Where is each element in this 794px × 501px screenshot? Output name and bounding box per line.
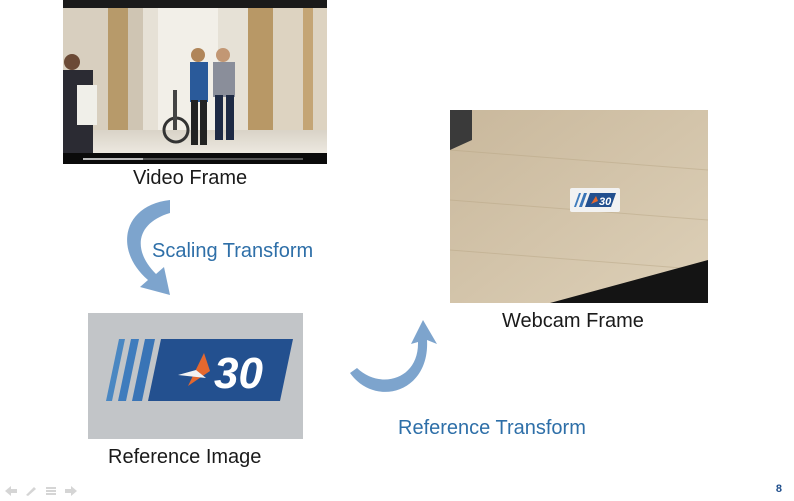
slide-navigation (4, 485, 78, 497)
webcam-frame-image: 30 (450, 110, 708, 303)
video-frame-caption: Video Frame (133, 167, 248, 189)
reference-image-caption: Reference Image (108, 446, 262, 468)
video-frame-image (63, 0, 327, 164)
menu-icon[interactable] (44, 485, 58, 497)
curved-arrow-up-icon (350, 320, 437, 392)
pen-icon[interactable] (24, 485, 38, 497)
reference-transform-label: Reference Transform (398, 417, 586, 439)
scaling-transform-label: Scaling Transform (152, 240, 314, 262)
webcam-frame-photo: 30 (450, 110, 708, 303)
curved-arrow-down-icon (127, 200, 170, 295)
reference-image: 30 (88, 313, 303, 439)
svg-text:30: 30 (599, 196, 612, 208)
prev-slide-icon[interactable] (4, 485, 18, 497)
reference-logo-image: 30 (88, 313, 303, 439)
page-number: 8 (775, 483, 782, 495)
next-slide-icon[interactable] (64, 485, 78, 497)
svg-text:30: 30 (214, 349, 263, 398)
video-frame-photo (63, 0, 327, 164)
webcam-frame-caption: Webcam Frame (502, 310, 644, 332)
